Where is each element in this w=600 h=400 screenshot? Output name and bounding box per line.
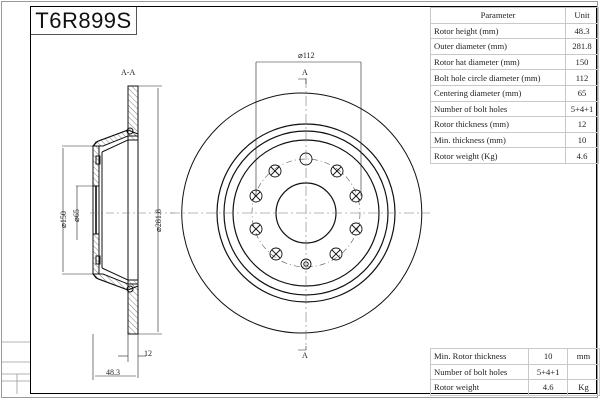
table-row: Bolt hole circle diameter (mm)112 [430, 69, 599, 86]
table-row: Rotor hat diameter (mm)150 [430, 53, 599, 71]
table-row: Centering diameter (mm)65 [430, 84, 599, 102]
part-number-title: T6R899S [31, 7, 137, 35]
bolt-holes [249, 152, 363, 270]
drawing-frame [30, 6, 597, 394]
table-header-row: Parameter Unit [430, 7, 599, 24]
table-row: Min. thickness (mm)10 [430, 131, 599, 149]
dim-outer-diameter: ⌀281.8 [154, 209, 163, 232]
dim-bolt-circle: ⌀112 [298, 51, 315, 60]
table-row: Outer diameter (mm)281.8 [430, 38, 599, 55]
dim-hat-diameter: ⌀150 [59, 211, 68, 228]
section-marker-top: A [302, 68, 308, 77]
dim-height: 48.3 [106, 368, 120, 377]
table-row: Rotor weight (Kg)4.6 [430, 147, 599, 164]
parameters-table: Parameter Unit Rotor height (mm)48.3 Out… [430, 7, 599, 164]
section-view [91, 85, 139, 335]
table-row: Rotor height (mm)48.3 [430, 22, 599, 40]
section-label: A-A [121, 68, 136, 77]
dim-thickness: 12 [144, 349, 152, 358]
table-row: Rotor thickness (mm)12 [430, 116, 599, 133]
dim-centering-diameter: ⌀65 [72, 209, 81, 222]
section-marker-bottom: A [302, 351, 308, 360]
